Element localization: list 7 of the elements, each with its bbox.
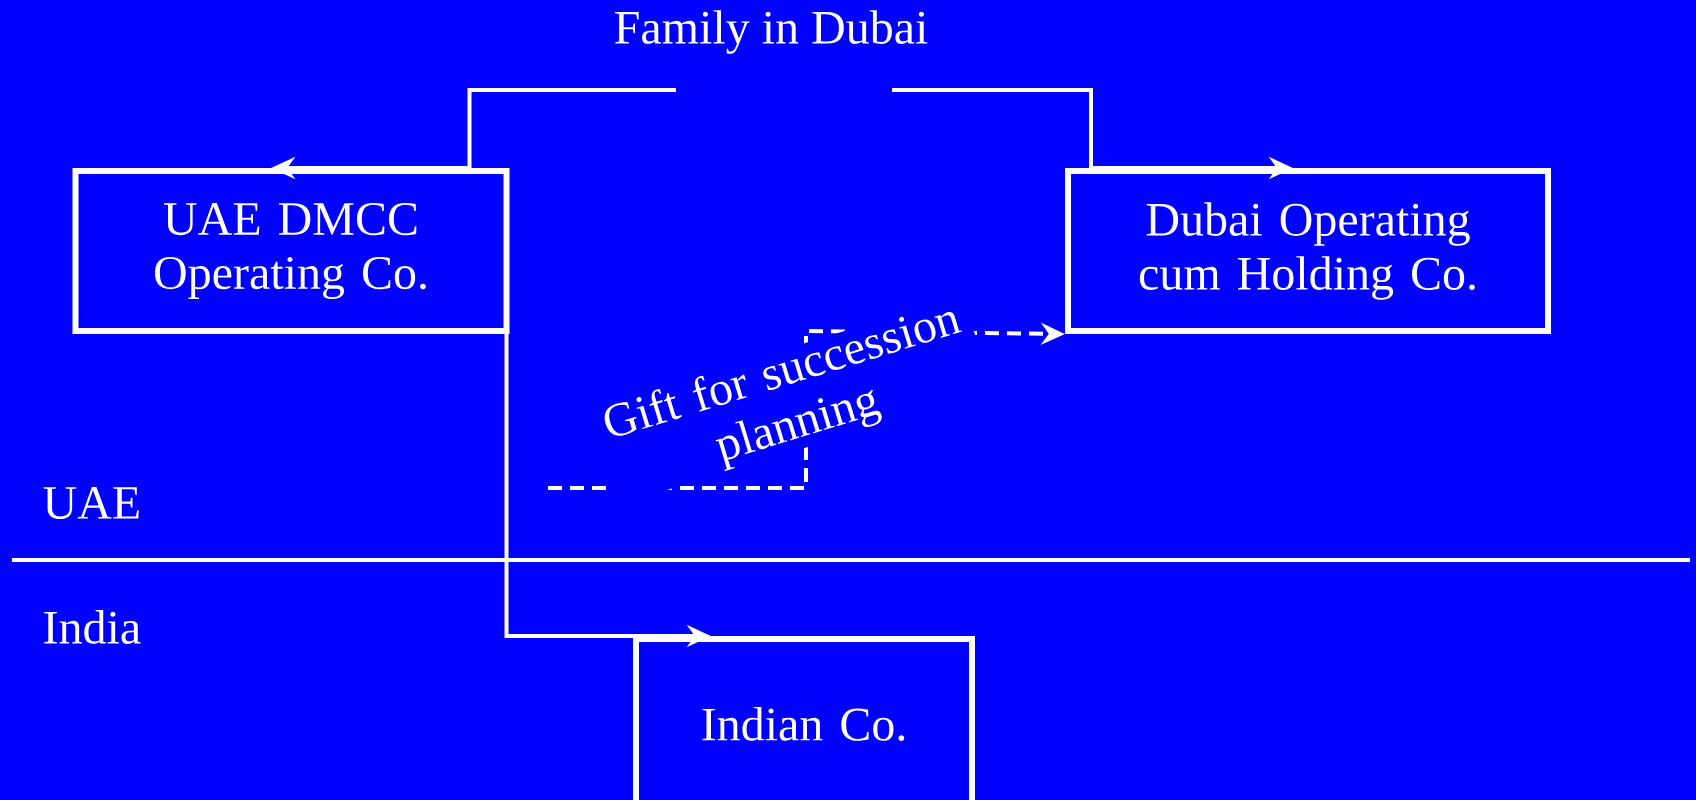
- company-box: UAE DMCC Operating Co.: [72, 168, 510, 334]
- region-label: UAE: [43, 486, 139, 520]
- edge-label: Gift for succession planning: [587, 294, 993, 506]
- region-label: India: [44, 610, 141, 644]
- company-box: Indian Co.: [633, 636, 975, 800]
- company-box: Dubai Operating cum Holding Co.: [1065, 168, 1551, 334]
- title-text: Family in Dubai: [615, 10, 928, 54]
